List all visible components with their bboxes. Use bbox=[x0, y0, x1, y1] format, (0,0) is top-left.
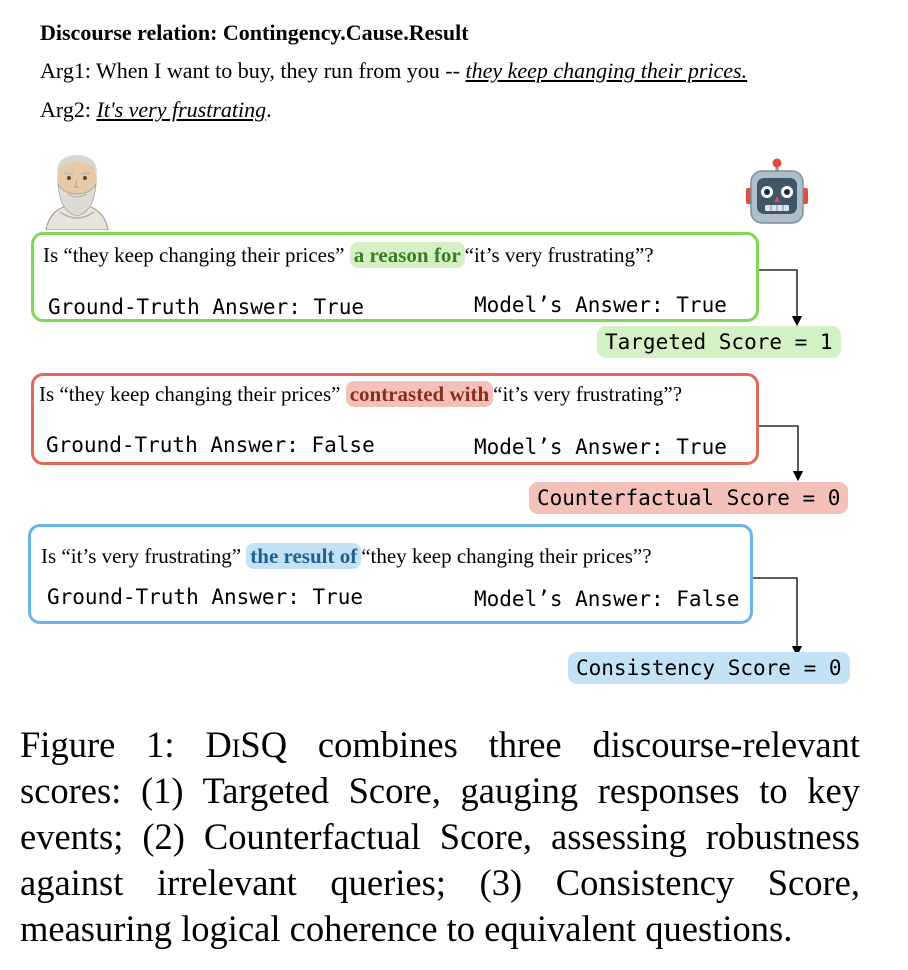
question-text: Is “it’s very frustrating” the result of… bbox=[41, 543, 652, 569]
robot-icon bbox=[746, 158, 808, 224]
consistency-question-box: Is “it’s very frustrating” the result of… bbox=[28, 524, 753, 624]
arg1-underlined: they keep changing their prices. bbox=[465, 58, 748, 83]
question-suffix: “they keep changing their prices”? bbox=[361, 544, 652, 568]
targeted-question-box: Is “they keep changing their prices” a r… bbox=[31, 232, 759, 322]
discourse-relation-title: Discourse relation: Contingency.Cause.Re… bbox=[40, 20, 469, 45]
counterfactual-score-badge: Counterfactual Score = 0 bbox=[529, 482, 849, 514]
caption-text: combines three discourse-relevant scores… bbox=[20, 724, 861, 949]
question-suffix: “it’s very frustrating”? bbox=[493, 382, 683, 406]
ground-truth-answer: Ground-Truth Answer: True bbox=[48, 295, 365, 319]
arg2-prefix: Arg2: bbox=[40, 97, 97, 122]
arg2-line: Arg2: It's very frustrating. bbox=[40, 97, 272, 123]
question-prefix: Is “it’s very frustrating” bbox=[41, 544, 242, 568]
question-text: Is “they keep changing their prices” con… bbox=[39, 381, 683, 407]
arg1-prefix: Arg1: When I want to buy, they run from … bbox=[40, 58, 466, 83]
arg1-line: Arg1: When I want to buy, they run from … bbox=[40, 58, 747, 84]
caption-prefix: Figure 1: bbox=[20, 724, 206, 765]
question-text: Is “they keep changing their prices” a r… bbox=[43, 242, 654, 268]
relation-highlight: the result of bbox=[246, 543, 362, 569]
arg2-suffix: . bbox=[266, 97, 272, 122]
targeted-score-badge: Targeted Score = 1 bbox=[597, 326, 841, 358]
ground-truth-answer: Ground-Truth Answer: True bbox=[47, 585, 364, 609]
question-prefix: Is “they keep changing their prices” bbox=[39, 382, 341, 406]
arg2-underlined: It's very frustrating bbox=[96, 97, 267, 122]
ground-truth-answer: Ground-Truth Answer: False bbox=[46, 433, 375, 457]
arrow-targeted bbox=[757, 269, 803, 327]
arrow-counterfactual bbox=[757, 425, 804, 482]
question-suffix: “it’s very frustrating”? bbox=[464, 243, 654, 267]
model-answer: Model’s Answer: True bbox=[474, 435, 727, 459]
model-answer: Model’s Answer: False bbox=[474, 587, 740, 611]
model-answer: Model’s Answer: True bbox=[474, 293, 727, 317]
caption-method-name: DiSQ bbox=[205, 724, 288, 765]
philosopher-bust-icon bbox=[45, 155, 109, 230]
counterfactual-question-box: Is “they keep changing their prices” con… bbox=[31, 373, 759, 465]
figure-caption: Figure 1: DiSQ combines three discourse-… bbox=[20, 722, 860, 952]
connector-arrows bbox=[751, 269, 804, 657]
arrow-consistency bbox=[751, 577, 803, 657]
relation-highlight: a reason for bbox=[349, 242, 465, 268]
relation-highlight: contrasted with bbox=[345, 381, 494, 407]
consistency-score-badge: Consistency Score = 0 bbox=[568, 652, 850, 684]
question-prefix: Is “they keep changing their prices” bbox=[43, 243, 345, 267]
